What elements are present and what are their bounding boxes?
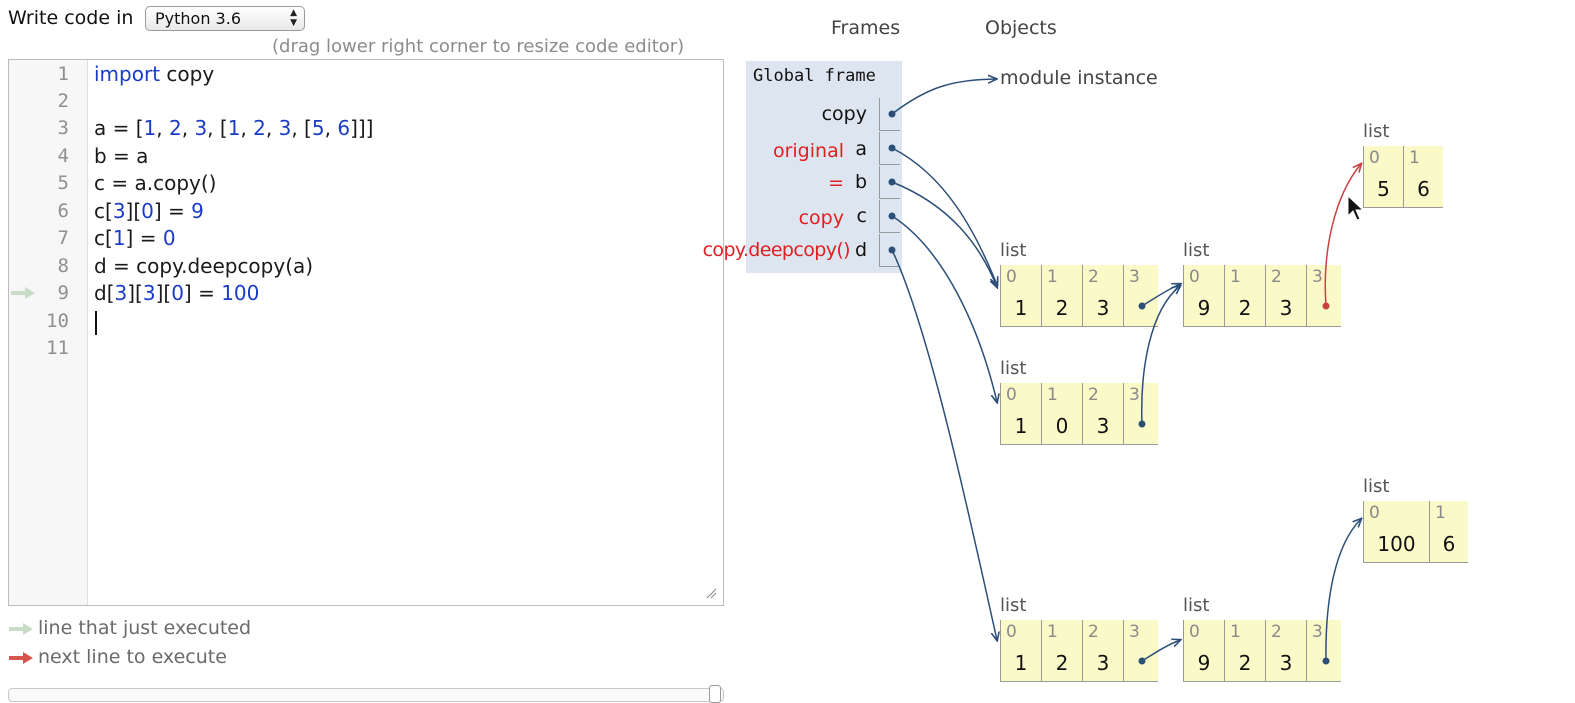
code-line-6[interactable]: c[3][0] = 9: [94, 199, 204, 223]
var-b: b: [854, 171, 867, 193]
line-number: 9: [57, 282, 69, 304]
annotation-original: original: [772, 140, 844, 162]
global-frame: [746, 61, 902, 273]
step-slider-thumb[interactable]: [709, 685, 721, 703]
write-code-label: Write code in: [8, 7, 134, 29]
var-c: c: [856, 205, 867, 227]
mouse-pointer-icon: [1347, 194, 1365, 221]
executed-line-arrow-icon: [11, 287, 35, 299]
list-cell: 3: [1123, 620, 1158, 682]
list-label: list: [1000, 240, 1027, 261]
pointer-cell-a[interactable]: [879, 132, 900, 165]
pointer-cell-copy[interactable]: [879, 98, 900, 131]
annotation-copy: copy: [798, 207, 844, 229]
list-cell: 3: [1306, 265, 1341, 327]
pointer-cell-c[interactable]: [879, 200, 900, 233]
legend-next-label: next line to execute: [38, 646, 227, 668]
executed-legend-arrow-icon: [9, 623, 33, 635]
line-number: 7: [57, 227, 69, 249]
frames-header: Frames: [831, 17, 901, 39]
pointer-cell-b[interactable]: [879, 166, 900, 199]
resize-hint: (drag lower right corner to resize code …: [272, 36, 685, 57]
list-label: list: [1000, 595, 1027, 616]
list-cell: 3: [1123, 383, 1158, 445]
text-cursor: [95, 311, 97, 335]
code-line-3[interactable]: a = [1, 2, 3, [1, 2, 3, [5, 6]]]: [94, 116, 374, 140]
line-number: 10: [46, 310, 69, 332]
language-select-value: Python 3.6: [155, 9, 241, 28]
annotation-equals: =: [828, 172, 844, 194]
arrow-a: [891, 147, 997, 285]
next-legend-arrow-icon: [9, 652, 33, 664]
language-select[interactable]: Python 3.6 ▲▼: [145, 6, 305, 31]
line-number: 6: [57, 200, 69, 222]
legend-executed-label: line that just executed: [38, 617, 252, 639]
arrow-b: [891, 181, 997, 287]
module-instance: module instance: [1000, 67, 1158, 89]
code-line-5[interactable]: c = a.copy(): [94, 171, 217, 195]
arrow-copy: [891, 79, 996, 115]
select-arrows-icon: ▲▼: [290, 8, 297, 28]
line-number: 8: [57, 255, 69, 277]
list-label: list: [1183, 595, 1210, 616]
list-cell: 3: [1306, 620, 1341, 682]
code-line-8[interactable]: d = copy.deepcopy(a): [94, 254, 314, 278]
list-cell: 3: [1123, 265, 1158, 327]
list-label: list: [1183, 240, 1210, 261]
annotation-deepcopy: copy.deepcopy(): [702, 239, 851, 261]
list-label: list: [1000, 358, 1027, 379]
step-slider-track[interactable]: [8, 685, 724, 703]
line-number: 1: [57, 63, 69, 85]
line-number: 11: [46, 337, 69, 359]
pointer-cell-d[interactable]: [879, 234, 900, 267]
var-d: d: [854, 239, 867, 261]
line-number-gutter: 1 2 3 4 5 6 7 8 9 10 11: [9, 60, 88, 605]
line-number: 2: [57, 90, 69, 112]
code-line-1[interactable]: import copy: [94, 62, 215, 86]
global-frame-title: Global frame: [753, 66, 876, 86]
var-a: a: [855, 138, 867, 160]
objects-header: Objects: [985, 17, 1057, 39]
var-copy: copy: [821, 103, 867, 125]
list-label: list: [1363, 121, 1390, 142]
line-number: 3: [57, 117, 69, 139]
resize-grip-icon[interactable]: [705, 587, 717, 599]
code-line-9[interactable]: d[3][3][0] = 100: [94, 281, 260, 305]
line-number: 5: [57, 172, 69, 194]
line-number: 4: [57, 145, 69, 167]
code-line-4[interactable]: b = a: [94, 144, 149, 168]
list-label: list: [1363, 476, 1390, 497]
arrow-c: [891, 215, 997, 402]
code-editor[interactable]: 1 2 3 4 5 6 7 8 9 10 11 import copy a = …: [8, 59, 724, 606]
code-line-7[interactable]: c[1] = 0: [94, 226, 176, 250]
arrow-d: [891, 249, 997, 640]
